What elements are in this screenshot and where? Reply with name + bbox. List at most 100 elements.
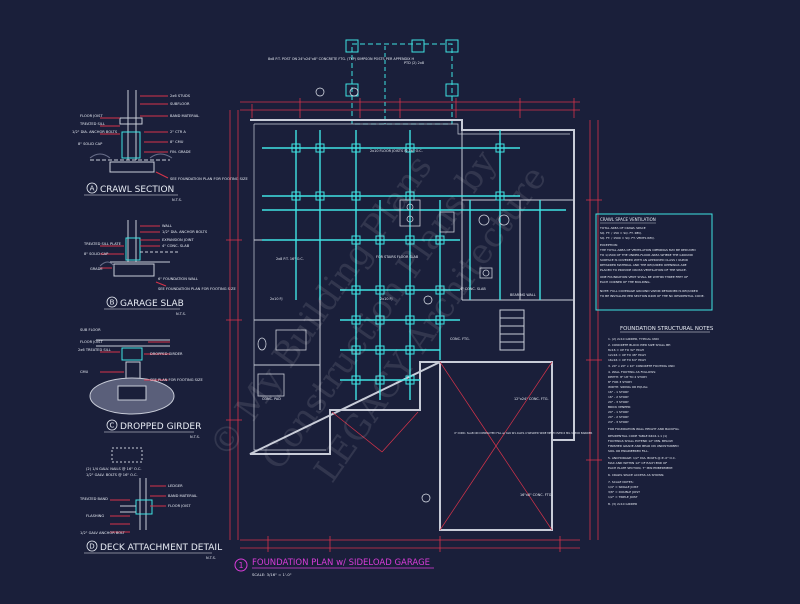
garage-ftg-1: 12"x24" CONC. FTG. — [514, 397, 549, 401]
watermark: © My Building Plans Construction Plans b… — [202, 143, 555, 490]
dropped-girder-title: C DROPPED GIRDER N.T.S. — [104, 419, 201, 439]
structural-notes-panel: FOUNDATION STRUCTURAL NOTES 1. (2) 2x10 … — [608, 326, 714, 506]
crawl-section-letter: A — [90, 185, 95, 193]
structural-note: 7. SCALE NOTES: — [608, 480, 634, 484]
structural-note: 20" - 3 STORY — [608, 400, 629, 404]
room-label: 4" CONC. SLAB — [460, 287, 486, 291]
exterior-walls — [249, 119, 575, 531]
garage-slab-note: SEE FOUNDATION PLAN FOR FOOTING SIZE — [158, 287, 236, 291]
grid-bubbles — [315, 87, 433, 503]
deck-note: 1/2" GALV ANCHOR BOLT — [80, 531, 126, 535]
garage-slab-note: 8" SOLID CAP — [84, 252, 109, 256]
structural-note: 4. WALL FOOTING AS FOLLOWS: — [608, 370, 656, 374]
structural-notes-title: FOUNDATION STRUCTURAL NOTES — [620, 326, 714, 332]
crawl-note: FIN. GRADE — [170, 150, 191, 154]
room-label: 2x8 P.T. 16" O.C. — [276, 257, 304, 261]
ventilation-line: TO BE INSTALLED PER SECTION R408 OF THE … — [599, 294, 704, 298]
pier-grid — [291, 143, 505, 385]
deck-attachment-notes: (2) 1/4 GALV. NAILS @ 16" O.C. 1/2" GALV… — [79, 467, 197, 535]
deck-note: 1/2" GALV. BOLTS @ 16" O.C. — [86, 473, 138, 477]
ventilation-line: ONE FOUNDATION VENT SHALL BE WITHIN THRE… — [600, 275, 688, 279]
structural-note: 16x16 = UP TO 64" HIGH — [608, 358, 646, 362]
ventilation-line: PLACED TO PROVIDE CROSS VENTILATION OF T… — [600, 268, 687, 272]
dropped-girder-note: SEE PLAN FOR FOOTING SIZE — [150, 378, 203, 382]
structural-note: 16" - 2 STORY — [608, 395, 629, 399]
dropped-girder-note: SUB FLOOR — [80, 328, 101, 332]
crawl-note: 1/2" DIA. ANCHOR BOLTS — [72, 130, 118, 134]
structural-note: 6. CRAWL SPACE ACCESS AS SHOWN. — [608, 473, 664, 477]
garage-slab-note: 4" CONC. SLAB — [162, 244, 190, 248]
structural-note: FINISHED GRADE AND BEAR ON UNDISTURBED — [608, 444, 679, 448]
crawl-note: 8" CMU — [170, 140, 184, 144]
structural-note: 20" - 2 STORY — [608, 415, 629, 419]
crawl-ventilation-panel: CRAWL SPACE VENTILATION TOTAL AREA OF CR… — [595, 213, 713, 311]
dropped-girder-note: 2x6 TREATED SILL — [78, 348, 111, 352]
garage-label: 4" CONC. SLAB ON COMPACTED FILL w/ 6x6 W… — [454, 431, 592, 435]
structural-note: FOOTINGS SHALL EXTEND 12" MIN. BELOW — [608, 439, 673, 443]
detail-crawl-section — [89, 90, 173, 179]
plan-text: 8x8 P.T. POST ON 24"x24"x8" CONCRETE FTG… — [262, 57, 592, 497]
structural-note: 1/4" = SINGLE JOIST — [608, 485, 639, 489]
ventilation-line: THE TOTAL AREA OF VENTILATION OPENINGS M… — [599, 248, 696, 252]
ventilation-title: CRAWL SPACE VENTILATION — [600, 217, 656, 222]
crawl-note: 8" SOLID CAP — [78, 142, 103, 146]
garage-slab-note: TREATED SILL PLATE — [83, 242, 122, 246]
deck-attachment-letter: D — [89, 543, 94, 551]
garage-slab-letter: B — [110, 299, 115, 307]
dropped-girder-letter: C — [110, 422, 115, 430]
room-label: CONC. PAD — [262, 397, 281, 401]
structural-note: 16" - 1 STORY — [608, 390, 629, 394]
garage-slab-note: GRADE — [90, 267, 103, 271]
crawl-section-label: CRAWL SECTION — [100, 185, 174, 195]
room-label: FOR STAIRS FLOOR SLAB — [376, 255, 419, 259]
plan-detail-number: 1 — [238, 561, 243, 570]
crawl-note: FLOOR JOIST — [80, 114, 103, 118]
deck-note: FLOOR JOIST — [168, 504, 191, 508]
detail-deck-attachment — [110, 447, 166, 533]
room-label: 2x10 FJ — [380, 297, 393, 301]
garage-slab-note: 6" FOUNDATION WALL — [158, 277, 198, 281]
porch-note: 8x8 P.T. POST ON 24"x24"x8" CONCRETE FTG… — [268, 57, 414, 61]
ventilation-line: SQ. FT. / 150 = SQ. FT. REQ. — [600, 231, 642, 235]
room-label: BEARING WALL — [510, 293, 536, 297]
structural-note: 3. 20" x 20" x 10" CONCRETE FOOTING UNO — [608, 364, 675, 368]
plumbing-fixtures — [257, 199, 510, 397]
garage-slab-title: B GARAGE SLAB N.T.S. — [104, 296, 186, 316]
plan-title-block: 1 FOUNDATION PLAN w/ SIDELOAD GARAGE SCA… — [234, 558, 434, 577]
dropped-girder-note: FLOOR JOIST — [80, 340, 103, 344]
garage-slab-notes: WALL 1/2" DIA. ANCHOR BOLTS EXPANSION JO… — [83, 224, 236, 291]
structural-note: 1/2" = TRIPLE JOIST — [608, 495, 638, 499]
ventilation-line: SQ. FT. / 1500 = SQ. FT. VENTS REQ. — [600, 236, 655, 240]
ventilation-line: EACH CORNER OF THE BUILDING. — [600, 280, 650, 284]
deck-note: BAND MATERIAL — [168, 494, 197, 498]
structural-note: WIDTH: SIDING OR EQUAL: — [608, 385, 648, 389]
deck-note: LEDGER — [168, 484, 183, 488]
crawl-section-scale: N.T.S. — [172, 198, 182, 202]
crawl-note: SEE FOUNDATION PLAN FOR FOOTING SIZE — [170, 177, 248, 181]
dropped-girder-label: DROPPED GIRDER — [120, 422, 201, 432]
dropped-girder-note: DROPPED GIRDER — [150, 352, 183, 356]
garage-slab-note: EXPANSION JOINT — [162, 238, 194, 242]
structural-note: SOIL OR ENGINEERED FILL. — [608, 449, 649, 453]
porch-outline — [345, 39, 459, 125]
structural-note: 8. (3) 2x10 GIRDER — [608, 502, 637, 506]
structural-note: 1. (2) 2x10 GIRDER, TYPICAL UNO — [608, 337, 660, 341]
structural-note: FOR FOUNDATION WALL HEIGHT AND BACKFILL — [608, 427, 680, 431]
structural-note: RESIDENTIAL CODE TABLE R404.1.1 (1) — [608, 434, 667, 438]
deck-attachment-scale: N.T.S. — [206, 556, 216, 560]
crawl-note: 2" CTR A — [170, 130, 186, 134]
garage-ftg-2: 16"x8" CONC. FTG. — [520, 493, 552, 497]
structural-note: 20" - 1 STORY — [608, 410, 629, 414]
structural-note: MAX AND WITHIN 12" OF EACH END OF — [608, 461, 667, 465]
structural-note: BRICK VENEER: — [608, 405, 631, 409]
structural-note: 24" - 3 STORY — [608, 420, 629, 424]
structural-note: EACH PLATE SECTION, 7" MIN EMBEDMENT. — [608, 466, 673, 470]
garage-roof-lines — [331, 361, 553, 531]
crawl-note: 2x6 STUDS — [170, 94, 191, 98]
garage-slab-scale: N.T.S. — [176, 312, 186, 316]
deck-attachment-label: DECK ATTACHMENT DETAIL — [100, 543, 222, 553]
structural-note: 8x16 = UP TO 32" HIGH — [608, 348, 644, 352]
deck-note: FLASHING — [86, 514, 104, 518]
